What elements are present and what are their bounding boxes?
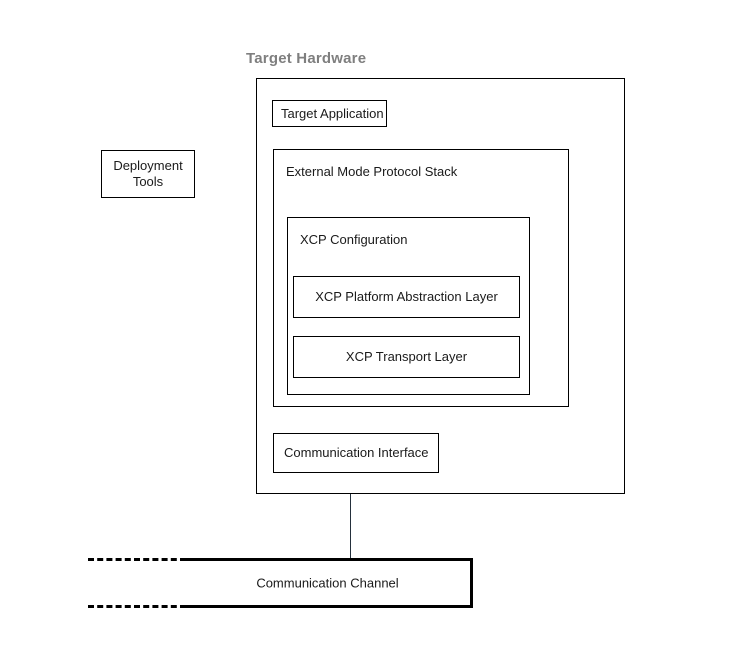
target-application-label: Target Application: [281, 105, 384, 121]
xcp-platform-abstraction-layer-box[interactable]: XCP Platform Abstraction Layer: [293, 276, 520, 318]
communication-channel-box[interactable]: Communication Channel: [185, 558, 473, 608]
communication-interface-label: Communication Interface: [284, 445, 429, 460]
xcp-transport-layer-label: XCP Transport Layer: [345, 349, 468, 364]
target-hardware-title: Target Hardware: [246, 50, 367, 67]
xcp-configuration-label: XCP Configuration: [300, 232, 408, 247]
xcp-transport-layer-box[interactable]: XCP Transport Layer: [293, 336, 520, 378]
xcp-configuration-box[interactable]: XCP Configuration: [287, 217, 530, 395]
external-mode-protocol-stack-label: External Mode Protocol Stack: [286, 164, 458, 179]
communication-channel-label: Communication Channel: [256, 575, 399, 591]
deployment-tools-box[interactable]: Deployment Tools: [101, 150, 195, 198]
channel-dashed-bottom-line: [88, 605, 186, 608]
channel-dashed-top-line: [88, 558, 186, 561]
target-hardware-container: [256, 78, 625, 494]
xcp-platform-abstraction-layer-label: XCP Platform Abstraction Layer: [315, 289, 498, 304]
external-mode-protocol-stack-box[interactable]: External Mode Protocol Stack: [273, 149, 569, 407]
communication-interface-box[interactable]: Communication Interface: [273, 433, 439, 473]
deployment-tools-label: Deployment Tools: [113, 158, 183, 189]
target-application-box[interactable]: Target Application: [272, 100, 387, 127]
hardware-to-channel-connector: [350, 494, 351, 560]
